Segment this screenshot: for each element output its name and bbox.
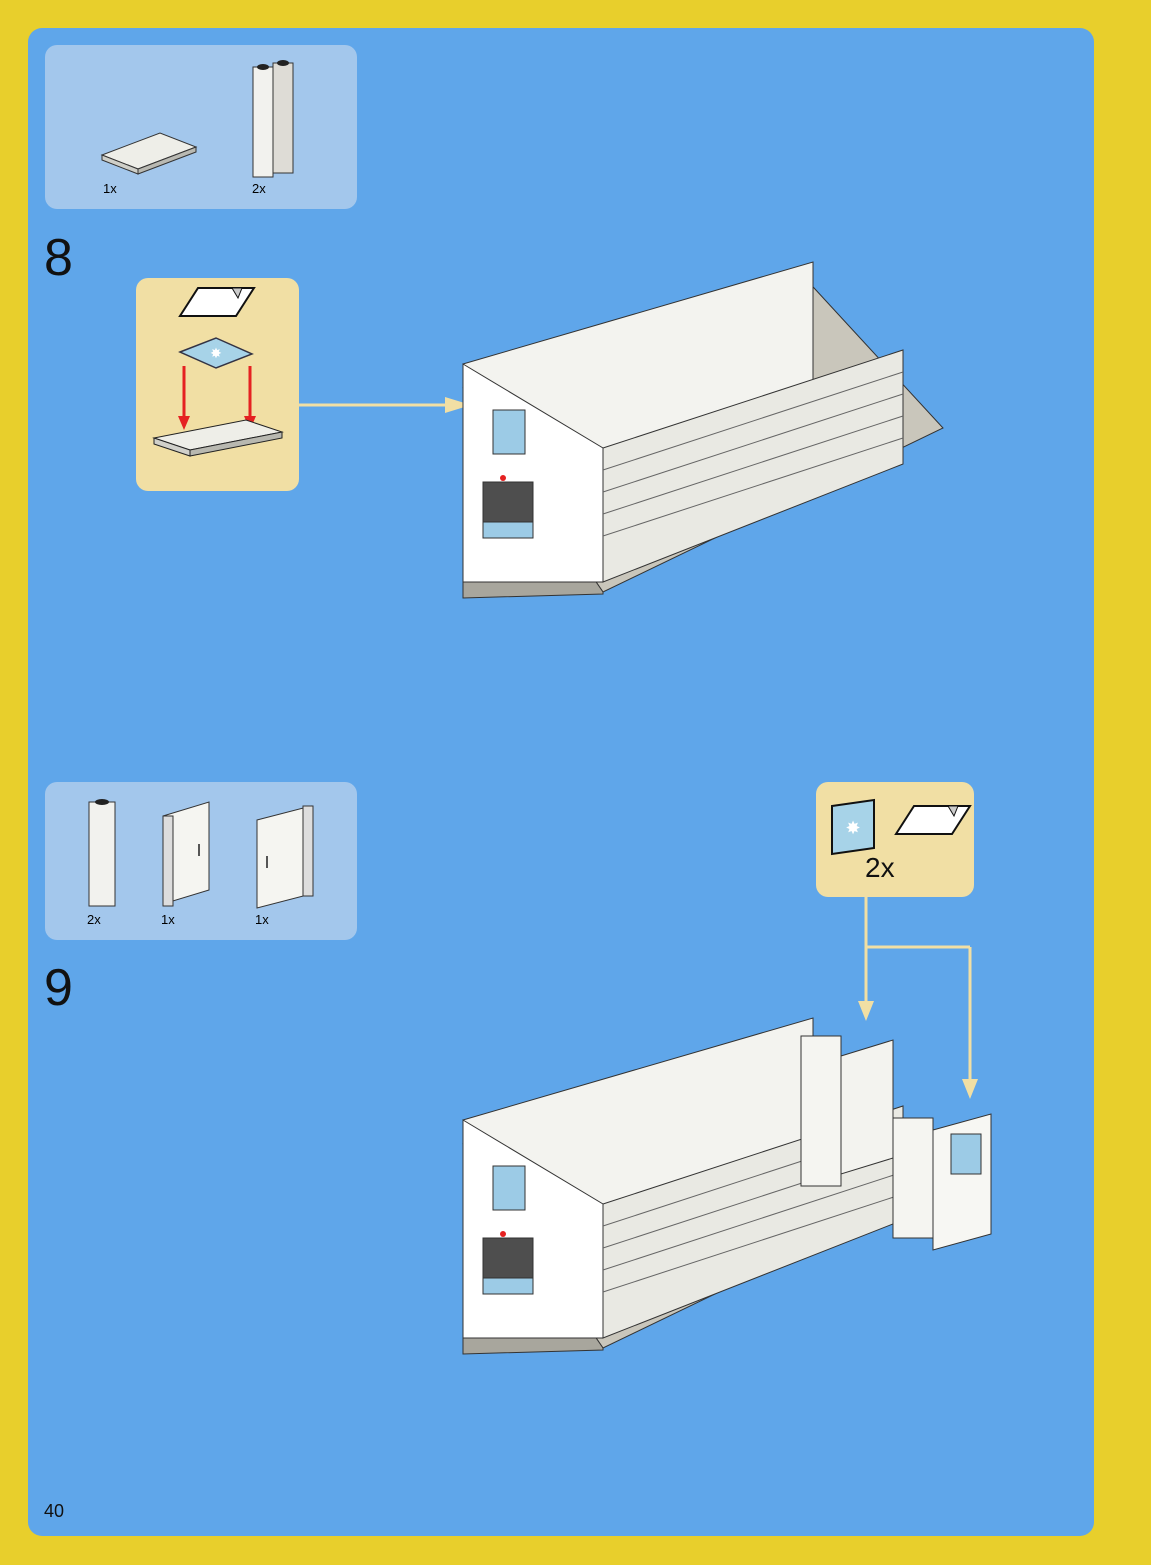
page-number: 40 (44, 1501, 64, 1522)
column-qty: 2x (87, 912, 101, 927)
step9-number: 9 (44, 962, 73, 1014)
tile-qty: 1x (103, 181, 117, 196)
door-left-qty: 1x (161, 912, 175, 927)
callout-qty: 2x (865, 852, 895, 884)
step8-sticker-callout: ✸ (136, 278, 299, 491)
step8-pointer-arrow (299, 396, 479, 414)
step9-parts-panel: 2x 1x 1x (45, 782, 357, 940)
tile-part-icon (100, 125, 200, 185)
door-left-part-icon (157, 800, 217, 910)
step8-number: 8 (44, 232, 73, 284)
column-part-icon (83, 792, 123, 912)
door-right-part-icon (251, 804, 321, 914)
instruction-page: 1x 2x 8 ✸ (28, 28, 1094, 1536)
sticker-sheet-icon (180, 286, 260, 322)
sticker-icon: ✸ (830, 798, 880, 858)
sticker-sheet-icon (896, 804, 976, 840)
step9-sticker-callout: ✸ 2x (816, 782, 974, 897)
step9-model-illustration (463, 1008, 1003, 1388)
step8-model-illustration (463, 252, 953, 602)
svg-text:✸: ✸ (210, 345, 222, 361)
door-right-qty: 1x (255, 912, 269, 927)
column-part-icon (245, 57, 305, 187)
step8-parts-panel: 1x 2x (45, 45, 357, 209)
tile-target-icon (152, 418, 287, 473)
column-qty: 2x (252, 181, 266, 196)
svg-text:✸: ✸ (845, 818, 860, 838)
